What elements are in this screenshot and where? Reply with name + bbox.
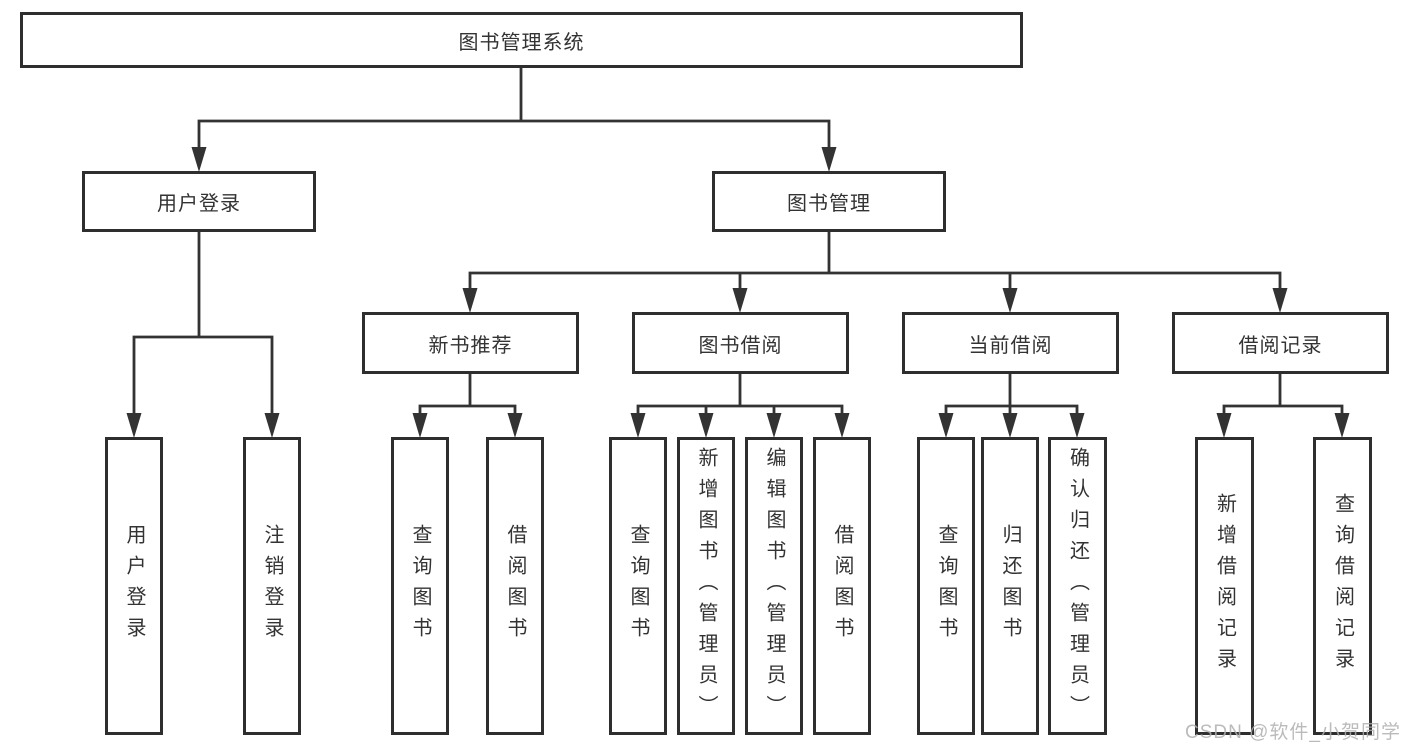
arrowhead-icon [1002,413,1018,438]
arrowhead-icon [1002,288,1018,313]
leaf-query-books-borrowing-label: 查询图书 [627,524,649,648]
arrowhead-icon [126,413,142,438]
arrowhead-icon [834,413,850,438]
arrowhead-icon [766,413,782,438]
arrowhead-icon [1272,288,1288,313]
leaf-edit-books-admin: 编辑图书（管理员） [745,437,803,735]
leaf-borrow-books-recommend: 借阅图书 [486,437,544,735]
leaf-query-books-recommend-label: 查询图书 [409,524,431,648]
node-current-borrowing: 当前借阅 [902,312,1119,374]
arrowhead-icon [732,288,748,313]
node-borrow-records: 借阅记录 [1172,312,1389,374]
leaf-add-borrow-record: 新增借阅记录 [1195,437,1254,735]
arrowhead-icon [264,413,280,438]
arrowhead-icon [507,413,523,438]
leaf-add-books-admin-label: 新增图书（管理员） [695,446,717,726]
node-root: 图书管理系统 [20,12,1023,68]
leaf-return-books-label: 归还图书 [999,524,1021,648]
node-book-borrowing-label: 图书借阅 [698,334,783,357]
leaf-query-borrow-record: 查询借阅记录 [1313,437,1372,735]
arrowhead-icon [1216,413,1232,438]
arrowhead-icon [938,413,954,438]
leaf-query-books-borrowing: 查询图书 [609,437,667,735]
node-new-book-recommend: 新书推荐 [362,312,579,374]
leaf-confirm-return-admin-label: 确认归还（管理员） [1066,446,1089,726]
leaf-borrow-books-label: 借阅图书 [831,524,853,648]
arrowhead-icon [698,413,714,438]
node-book-borrowing: 图书借阅 [632,312,849,374]
leaf-borrow-books: 借阅图书 [813,437,871,735]
node-book-management: 图书管理 [712,171,946,232]
leaf-user-login-label: 用户登录 [123,524,145,648]
leaf-confirm-return-admin: 确认归还（管理员） [1048,437,1107,735]
csdn-watermark: CSDN @软件_小贺同学 [1185,722,1401,743]
arrowhead-icon [412,413,428,438]
leaf-query-books-recommend: 查询图书 [391,437,449,735]
leaf-query-books-current-label: 查询图书 [935,524,957,648]
node-borrow-records-label: 借阅记录 [1238,334,1323,357]
leaf-query-books-current: 查询图书 [917,437,975,735]
leaf-user-login: 用户登录 [105,437,163,735]
node-current-borrowing-label: 当前借阅 [968,334,1053,357]
node-new-book-recommend-label: 新书推荐 [428,334,513,357]
leaf-borrow-books-recommend-label: 借阅图书 [504,524,526,648]
node-user-login-label: 用户登录 [157,193,241,215]
leaf-add-books-admin: 新增图书（管理员） [677,437,735,735]
leaf-return-books: 归还图书 [981,437,1039,735]
arrowhead-icon [462,288,478,313]
node-book-management-label: 图书管理 [787,193,871,215]
leaf-add-borrow-record-label: 新增借阅记录 [1213,493,1236,679]
leaf-logout: 注销登录 [243,437,301,735]
arrowhead-icon [1334,413,1350,438]
arrowhead-icon [821,147,837,172]
leaf-edit-books-admin-label: 编辑图书（管理员） [763,446,785,726]
arrowhead-icon [1069,413,1085,438]
node-root-label: 图书管理系统 [458,31,585,54]
arrowhead-icon [630,413,646,438]
node-user-login: 用户登录 [82,171,316,232]
leaf-query-borrow-record-label: 查询借阅记录 [1331,493,1354,679]
arrowhead-icon [191,147,207,172]
leaf-logout-label: 注销登录 [261,524,283,648]
